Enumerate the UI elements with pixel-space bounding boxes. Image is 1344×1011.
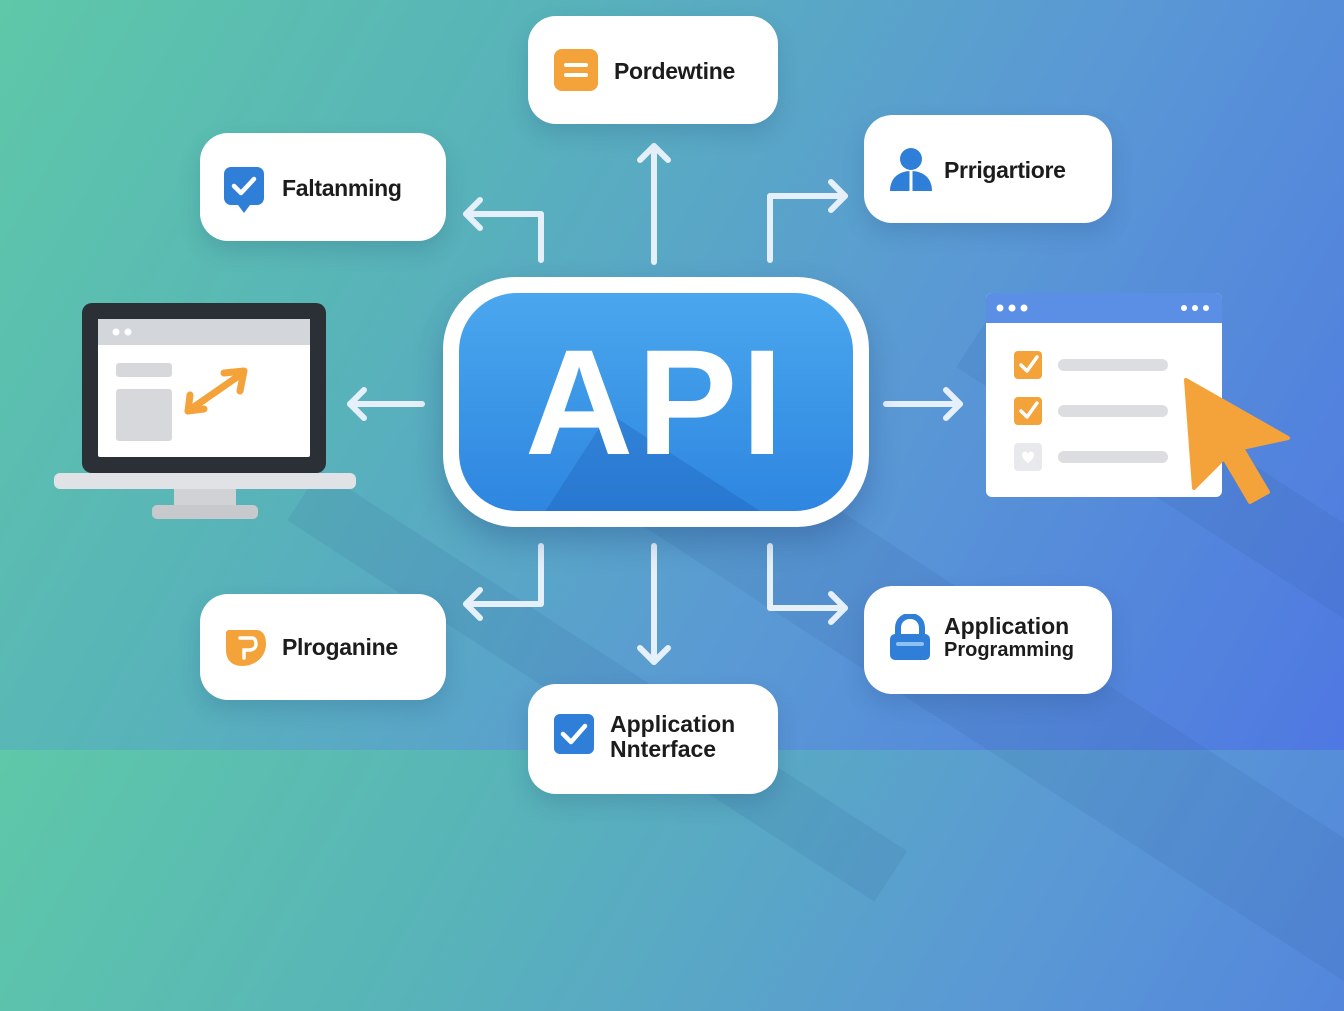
checkbox-icon [224, 167, 264, 218]
node-bottom-right-line2: Programming [944, 639, 1075, 662]
node-bottom-left[interactable]: Plroganine [200, 594, 446, 700]
node-bottom-right[interactable]: Application Programming [864, 586, 1112, 694]
list-icon [554, 49, 598, 96]
node-bottom[interactable]: Application Nnterface [528, 684, 778, 794]
user-icon [888, 147, 934, 196]
connector-arrows [347, 143, 963, 665]
node-top[interactable]: Pordewtine [528, 16, 778, 124]
node-top-right[interactable]: Prrigartiore [864, 115, 1112, 223]
node-top-label: Pordewtine [614, 58, 735, 84]
arrow-top-right [767, 193, 848, 263]
arrow-bottom-left [463, 543, 544, 607]
lock-icon [888, 612, 932, 667]
cursor-icon [1180, 376, 1296, 513]
node-bottom-line1: Application [610, 711, 736, 737]
node-bottom-left-label: Plroganine [282, 634, 398, 660]
arrow-top-left [463, 211, 544, 263]
checkbox-icon [554, 714, 594, 759]
browser-checklist-icon [984, 293, 1294, 518]
api-hub: API [443, 277, 869, 527]
shield-icon [222, 626, 268, 673]
arrow-bottom-right [767, 543, 848, 611]
node-bottom-right-line1: Application [944, 613, 1070, 639]
laptop-icon [54, 303, 356, 528]
node-top-left-label: Faltanming [282, 175, 402, 201]
node-top-left[interactable]: Faltanming [200, 133, 446, 241]
api-label: API [524, 318, 788, 486]
api-diagram: Pordewtine Faltanming Prrigartiore [0, 0, 1344, 750]
node-top-right-label: Prrigartiore [944, 157, 1066, 183]
